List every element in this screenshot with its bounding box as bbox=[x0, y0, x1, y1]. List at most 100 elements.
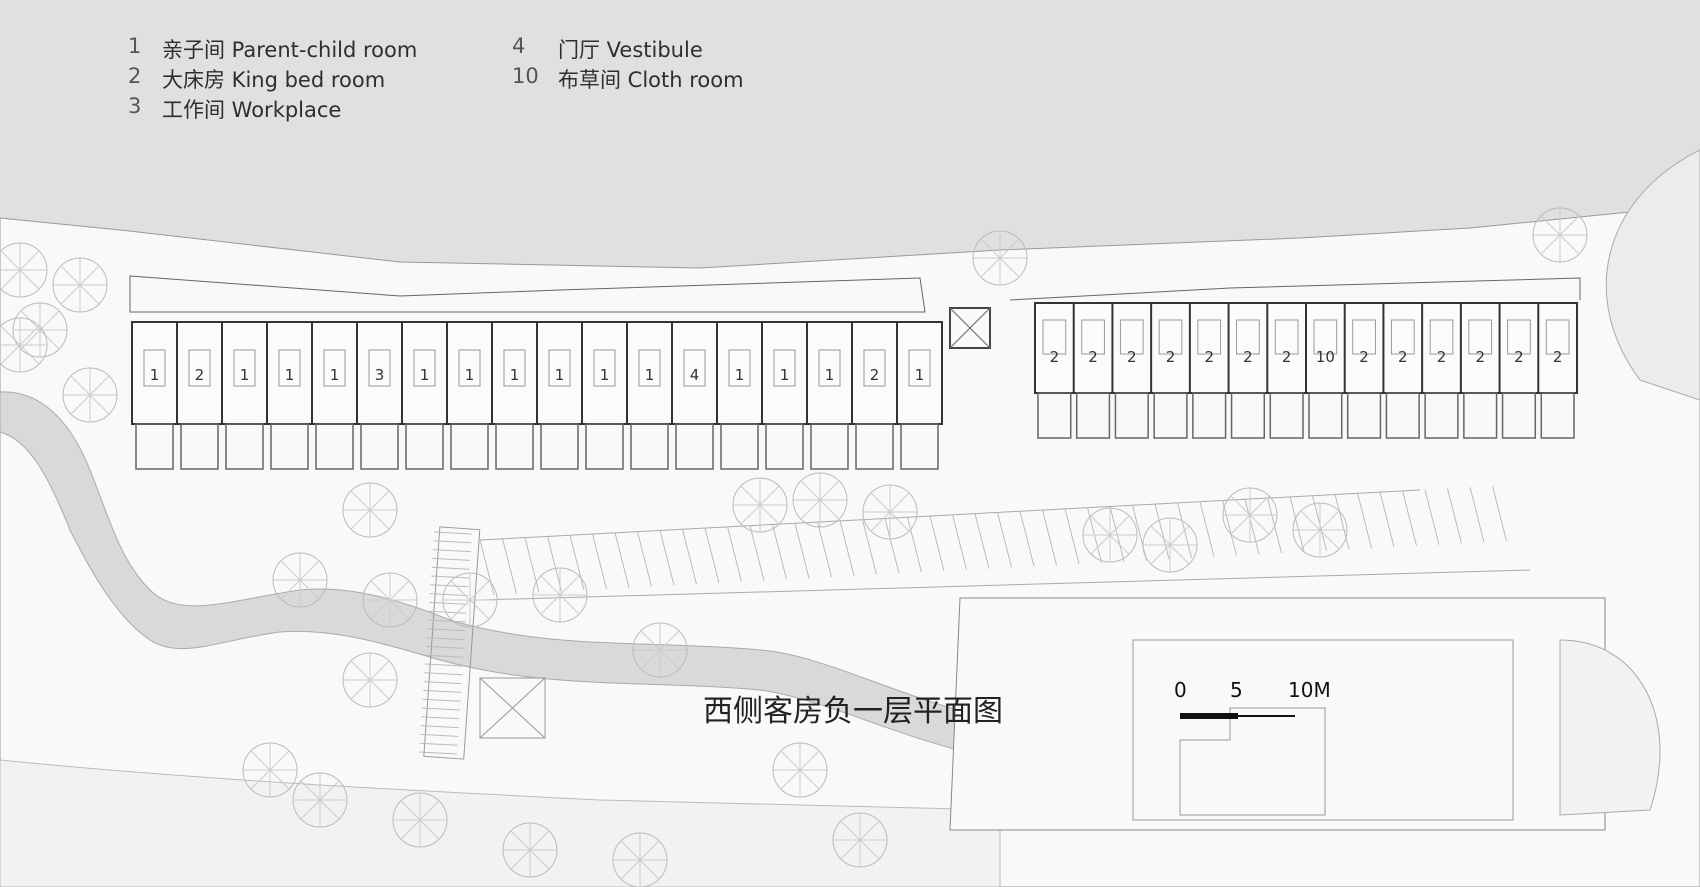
tree-branch bbox=[889, 492, 910, 513]
room-number-label: 1 bbox=[510, 366, 520, 384]
parking-stall-line bbox=[1469, 487, 1485, 543]
balcony bbox=[1192, 392, 1227, 439]
tree bbox=[62, 367, 118, 423]
tree bbox=[792, 472, 848, 528]
tree-branch bbox=[840, 839, 861, 860]
tree-branch bbox=[640, 630, 661, 651]
parking-stall-line bbox=[1357, 493, 1372, 549]
tree-branch bbox=[269, 769, 290, 790]
stair-tread bbox=[424, 672, 463, 676]
stair-tread bbox=[433, 540, 472, 544]
stair-tread bbox=[433, 531, 473, 535]
balcony bbox=[1501, 392, 1537, 439]
room-number-label: 1 bbox=[150, 366, 160, 384]
tree-branch bbox=[89, 375, 110, 396]
tree-branch bbox=[980, 257, 1001, 278]
stair-tread bbox=[432, 549, 471, 553]
balcony bbox=[315, 423, 354, 470]
tree-branch bbox=[1230, 495, 1251, 516]
balcony bbox=[270, 423, 309, 470]
tree bbox=[12, 302, 68, 358]
scale-label-0: 0 bbox=[1174, 678, 1187, 702]
legend: 1 亲子间 Parent-child room 4 门厅 Vestibule 2… bbox=[128, 34, 858, 124]
tree-branch bbox=[369, 509, 390, 530]
stair-tread bbox=[431, 566, 470, 570]
tree-branch bbox=[1109, 515, 1130, 536]
bed bbox=[368, 349, 391, 387]
room-number-label: 2 bbox=[1514, 348, 1524, 366]
tree-branch bbox=[1230, 514, 1251, 535]
east-balconies bbox=[1037, 392, 1575, 439]
east-room-walls bbox=[1042, 303, 1570, 393]
east-roof-edge bbox=[1009, 277, 1581, 301]
tree-branch bbox=[870, 492, 891, 513]
tree-branch bbox=[639, 840, 660, 861]
tree-branch bbox=[1169, 544, 1190, 565]
tree-branch bbox=[1300, 529, 1321, 550]
legend-num: 4 bbox=[512, 34, 526, 58]
room-number-label: 1 bbox=[240, 366, 250, 384]
tree-branch bbox=[250, 750, 271, 771]
tree-branch bbox=[659, 649, 680, 670]
tree-branch bbox=[559, 575, 580, 596]
tree bbox=[732, 477, 788, 533]
tree bbox=[392, 792, 448, 848]
tree-branch bbox=[299, 560, 320, 581]
tree-branch bbox=[840, 820, 861, 841]
parking-stall-line bbox=[907, 517, 922, 573]
legend-label-king-bed: 大床房 King bed room bbox=[162, 68, 386, 92]
tree-branch bbox=[70, 375, 91, 396]
tree-branch bbox=[1559, 215, 1580, 236]
parking-stall-line bbox=[1132, 505, 1147, 561]
parking-stall-line bbox=[1064, 508, 1080, 564]
parking-stall-line bbox=[839, 520, 855, 576]
legend-label-vestibule: 门厅 Vestibule bbox=[558, 38, 703, 62]
tree-branch bbox=[400, 819, 421, 840]
tree-branch bbox=[510, 830, 531, 851]
tree-branch bbox=[980, 238, 1001, 259]
balcony bbox=[540, 423, 579, 470]
parking-stall-line bbox=[704, 527, 720, 584]
bed bbox=[548, 349, 571, 387]
balcony bbox=[585, 423, 624, 470]
tree bbox=[612, 832, 668, 887]
tree-branch bbox=[780, 750, 801, 771]
room-number-label: 1 bbox=[465, 366, 475, 384]
balcony bbox=[495, 423, 534, 470]
parking-stall-line bbox=[1424, 489, 1440, 545]
tree-branch bbox=[999, 257, 1020, 278]
balcony bbox=[1037, 392, 1072, 439]
plan-title: 西侧客房负一层平面图 bbox=[703, 694, 1003, 729]
parking-stall-line bbox=[682, 529, 697, 585]
kiosk-roof bbox=[479, 677, 546, 739]
tree bbox=[442, 572, 498, 628]
stair-tread bbox=[432, 557, 471, 561]
west-room-walls bbox=[143, 322, 931, 424]
room-number-label: 2 bbox=[1204, 348, 1214, 366]
parking-stall-line bbox=[1222, 500, 1237, 556]
legend-num: 2 bbox=[128, 64, 142, 88]
balcony bbox=[1346, 392, 1382, 439]
tree-branch bbox=[799, 769, 820, 790]
tree-branch bbox=[280, 560, 301, 581]
tree-branch bbox=[389, 599, 410, 620]
tree bbox=[342, 652, 398, 708]
balcony bbox=[180, 423, 219, 470]
tree-branch bbox=[369, 490, 390, 511]
tree-branch bbox=[799, 750, 820, 771]
tree-branch bbox=[60, 284, 81, 305]
tree-branch bbox=[540, 594, 561, 615]
tree-branch bbox=[60, 265, 81, 286]
bed bbox=[1545, 319, 1570, 355]
bed bbox=[1197, 319, 1222, 355]
tree-branch bbox=[1150, 525, 1171, 546]
room-number-label: 1 bbox=[600, 366, 610, 384]
balcony bbox=[1230, 392, 1266, 439]
tree-branch bbox=[1540, 215, 1561, 236]
balcony bbox=[720, 423, 759, 470]
tree-branch bbox=[469, 580, 490, 601]
stair-tread bbox=[424, 663, 464, 667]
stair-tread bbox=[428, 610, 467, 614]
parking-stall-line bbox=[884, 518, 900, 574]
